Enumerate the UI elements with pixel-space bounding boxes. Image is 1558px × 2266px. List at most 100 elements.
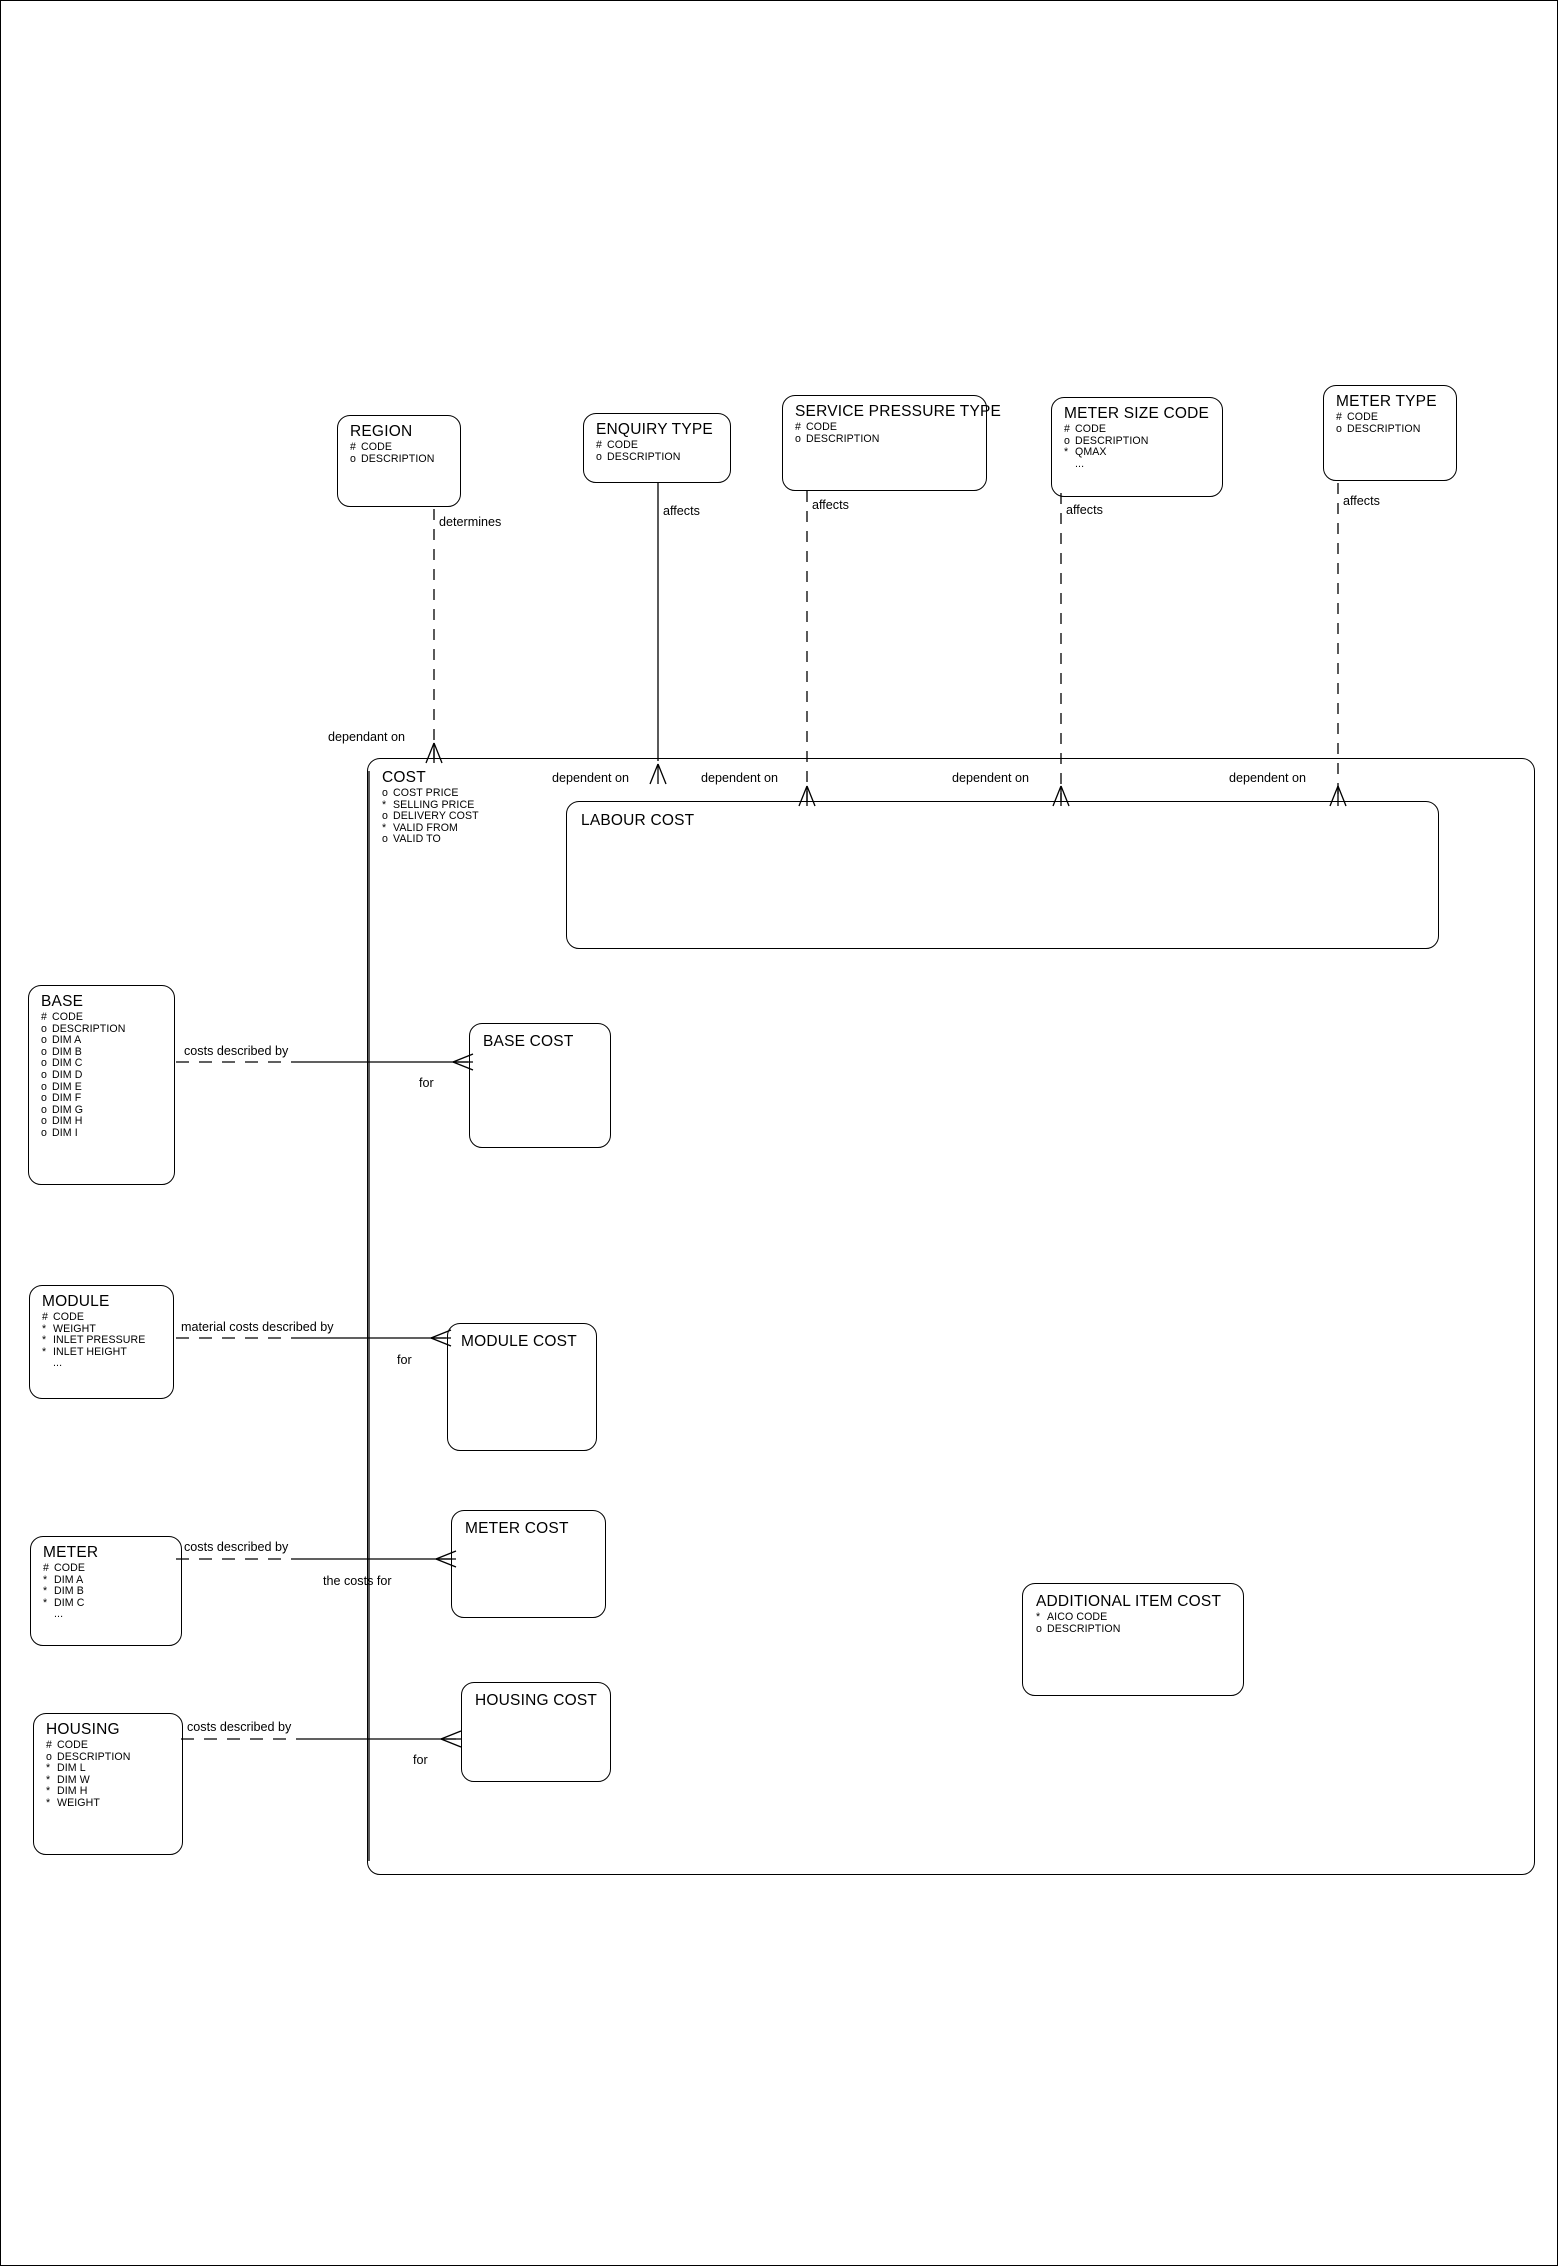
entity-housing-cost[interactable]: HOUSING COST (461, 1682, 611, 1782)
relationship-label-dependent-on-1: dependent on (552, 771, 630, 785)
relationship-label-base-costs-described-by: costs described by (184, 1044, 289, 1058)
relationship-label-base-for: for (419, 1076, 434, 1090)
relationship-label-housing-for: for (413, 1753, 428, 1767)
entity-meter-size-code-name: METER SIZE CODE (1064, 405, 1210, 422)
relationship-label-dependent-on-4: dependent on (1229, 771, 1307, 785)
relationship-label-service-pressure-affects: affects (812, 498, 849, 512)
entity-module-attributes: #CODE *WEIGHT *INLET PRESSURE *INLET HEI… (42, 1311, 173, 1370)
attribute-row: *INLET PRESSURE (42, 1334, 146, 1347)
attribute-row: #CODE (1336, 411, 1379, 423)
entity-base-cost-name: BASE COST (483, 1033, 574, 1050)
entity-housing-cost-name: HOUSING COST (475, 1692, 598, 1709)
relationship-label-module-for: for (397, 1353, 412, 1367)
relationship-label-module-costs-described-by: material costs described by (181, 1320, 334, 1334)
entity-region-name: REGION (350, 423, 413, 440)
relationship-label-dependent-on-3: dependent on (952, 771, 1030, 785)
relationship-label-enquiry-affects: affects (663, 504, 700, 518)
attribute-row: #CODE (795, 421, 838, 433)
attribute-row: ... (1075, 457, 1085, 470)
attribute-row: *DIM H (46, 1785, 88, 1798)
entity-housing-name: HOUSING (46, 1721, 120, 1738)
attribute-row: *DIM C (43, 1596, 85, 1609)
entity-base-cost[interactable]: BASE COST (469, 1023, 611, 1148)
attribute-row: *SELLING PRICE (382, 798, 475, 811)
attribute-row: *DIM W (46, 1773, 90, 1786)
attribute-row: *WEIGHT (42, 1322, 96, 1335)
attribute-row: #CODE (46, 1739, 89, 1751)
relationship-label-meter-type-affects: affects (1343, 494, 1380, 508)
attribute-row: *DIM L (46, 1762, 86, 1775)
entity-meter[interactable]: METER #CODE *DIM A *DIM B *DIM C ... (30, 1536, 182, 1646)
relationship-label-meter-size-affects: affects (1066, 503, 1103, 517)
relationship-label-meter-the-costs-for: the costs for (323, 1574, 392, 1588)
entity-labour-cost[interactable]: LABOUR COST (566, 801, 1439, 949)
attribute-row: #CODE (41, 1011, 84, 1023)
relationship-label-meter-costs-described-by: costs described by (184, 1540, 289, 1554)
entity-cost-name: COST (382, 769, 426, 786)
attribute-row: #CODE (1064, 423, 1107, 435)
relationship-label-determines: determines (439, 515, 502, 529)
entity-additional-item-cost-name: ADDITIONAL ITEM COST (1036, 1593, 1222, 1610)
relationship-label-dependent-on-2: dependent on (701, 771, 779, 785)
entity-meter-type-name: METER TYPE (1336, 393, 1437, 410)
entity-labour-cost-name: LABOUR COST (581, 812, 695, 829)
attribute-row: #CODE (43, 1562, 86, 1574)
entity-module[interactable]: MODULE #CODE *WEIGHT *INLET PRESSURE *IN… (29, 1285, 174, 1399)
entity-meter-attributes: #CODE *DIM A *DIM B *DIM C ... (43, 1562, 181, 1621)
attribute-row: ... (53, 1357, 63, 1370)
entity-meter-name: METER (43, 1544, 99, 1561)
attribute-row: #CODE (42, 1311, 85, 1323)
attribute-row: *INLET HEIGHT (42, 1345, 127, 1358)
entity-meter-cost-name: METER COST (465, 1520, 569, 1537)
attribute-row: *VALID FROM (382, 821, 458, 834)
entity-enquiry-type-name: ENQUIRY TYPE (596, 421, 713, 438)
entity-module-cost-name: MODULE COST (461, 1333, 577, 1350)
attribute-row: *DIM B (43, 1585, 84, 1598)
attribute-row: *AICO CODE (1036, 1611, 1108, 1623)
attribute-row: *WEIGHT (46, 1796, 100, 1809)
entity-meter-cost[interactable]: METER COST (451, 1510, 606, 1618)
entity-module-cost[interactable]: MODULE COST (447, 1323, 597, 1451)
relationship-label-dependant-on: dependant on (328, 730, 406, 744)
entity-service-pressure-type-name: SERVICE PRESSURE TYPE (795, 403, 1002, 420)
attribute-row: #CODE (596, 439, 639, 451)
entity-base-name: BASE (41, 993, 84, 1010)
